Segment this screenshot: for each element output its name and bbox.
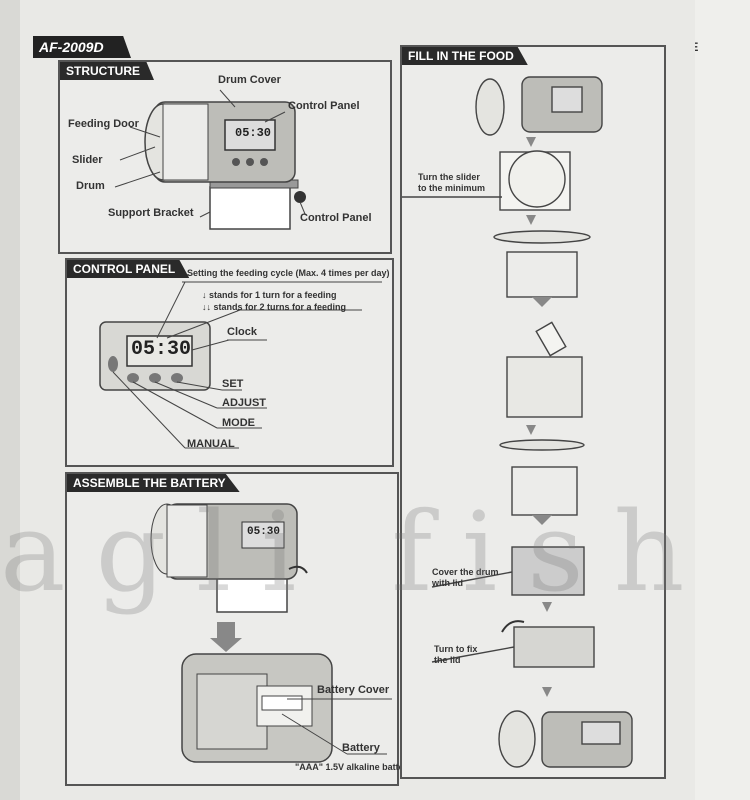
label-adjust: ADJUST bbox=[222, 397, 267, 409]
label-mode: MODE bbox=[222, 417, 255, 429]
model-badge: AF-2009D bbox=[33, 36, 131, 58]
label-manual: MANUAL bbox=[187, 438, 235, 450]
label-drum-cover: Drum Cover bbox=[218, 74, 281, 86]
lcd-display-small: 05:30 bbox=[247, 526, 281, 538]
label-with-lid: with lid bbox=[432, 578, 463, 588]
label-control-panel-bottom: Control Panel bbox=[300, 212, 372, 224]
control-panel-section: CONTROL PANEL 05:30 Setting the feeding … bbox=[65, 258, 394, 467]
label-feeding-door: Feeding Door bbox=[68, 118, 139, 130]
control-panel-title: CONTROL PANEL bbox=[67, 260, 190, 278]
label-note-two-turns: ↓↓ stands for 2 turns for a feeding bbox=[202, 302, 347, 312]
right-page-edge: FE II E V bbox=[683, 0, 750, 800]
control-panel-diagram bbox=[99, 281, 382, 449]
lcd-display-large: 05:30 bbox=[131, 338, 192, 361]
label-battery-note: "AAA" 1.5V alkaline batteries bbox=[295, 762, 420, 772]
label-slider: Slider bbox=[72, 154, 103, 166]
battery-diagram bbox=[150, 503, 392, 763]
fill-food-title: FILL IN THE FOOD bbox=[402, 47, 528, 65]
label-battery-cover: Battery Cover bbox=[317, 684, 390, 696]
label-turn-fix: Turn to fix bbox=[434, 644, 478, 654]
label-to-minimum: to the minimum bbox=[418, 183, 485, 193]
left-page-edge bbox=[0, 0, 20, 800]
label-control-panel: Control Panel bbox=[288, 100, 360, 112]
fill-food-panel: FILL IN THE FOOD bbox=[400, 45, 666, 779]
battery-panel: ASSEMBLE THE BATTERY 05:30 Battery Cover… bbox=[65, 472, 420, 786]
label-drum: Drum bbox=[76, 180, 105, 192]
label-set: SET bbox=[222, 378, 244, 390]
lcd-display: 05:30 bbox=[235, 126, 272, 140]
label-note-one-turn: ↓ stands for 1 turn for a feeding bbox=[202, 290, 337, 300]
label-cycle-note: Setting the feeding cycle (Max. 4 times … bbox=[187, 268, 390, 278]
fill-food-diagram bbox=[402, 76, 633, 768]
label-battery: Battery bbox=[342, 742, 380, 754]
label-turn-slider: Turn the slider bbox=[418, 172, 480, 182]
label-clock: Clock bbox=[227, 326, 257, 338]
structure-diagram bbox=[114, 89, 306, 230]
battery-title: ASSEMBLE THE BATTERY bbox=[67, 474, 240, 492]
structure-panel: STRUCTURE 05:30 Drum Cover Cont bbox=[58, 60, 392, 254]
label-the-lid: the lid bbox=[434, 655, 461, 665]
label-cover-drum: Cover the drum bbox=[432, 567, 499, 577]
label-support-bracket: Support Bracket bbox=[108, 207, 194, 219]
structure-title: STRUCTURE bbox=[60, 62, 154, 80]
